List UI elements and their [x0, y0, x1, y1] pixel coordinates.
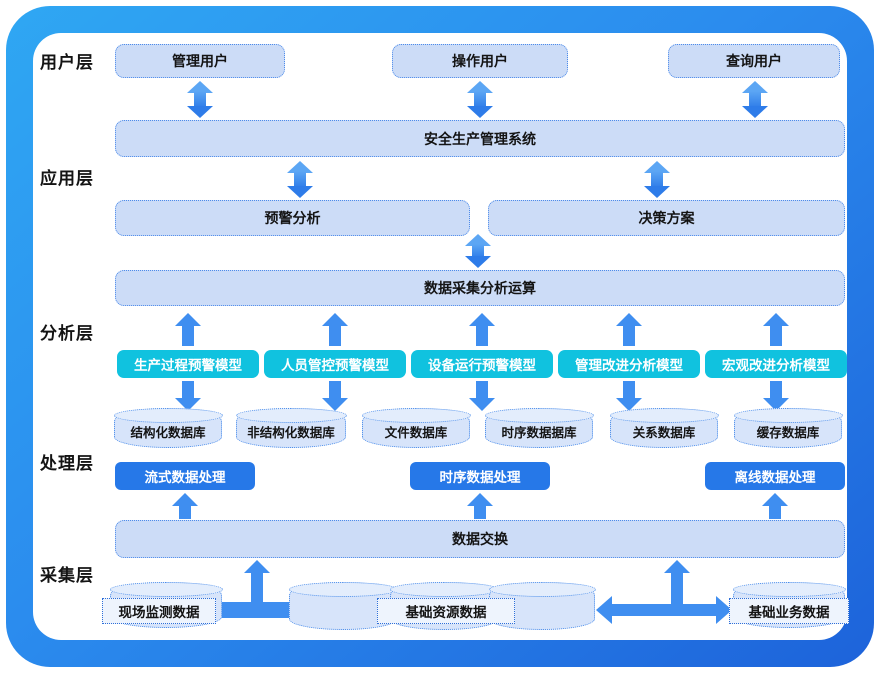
node-model-production-label: 生产过程预警模型	[134, 358, 242, 373]
node-db-timeseries: 时序数据据库	[484, 408, 594, 448]
layer-label-processing: 处理层	[40, 454, 94, 473]
arrow-up-icon	[467, 493, 493, 519]
node-decision-plan-label: 决策方案	[638, 210, 695, 226]
node-db-structured-label: 结构化数据库	[130, 426, 206, 440]
node-safety-system-label: 安全生产管理系统	[424, 130, 536, 147]
layer-label-analysis: 分析层	[40, 324, 94, 343]
node-offline-processing: 离线数据处理	[705, 462, 845, 490]
node-model-personnel: 人员管控预警模型	[264, 350, 406, 378]
double-arrow-vertical-icon	[644, 161, 670, 198]
node-src-monitoring-label: 现场监测数据	[118, 605, 200, 620]
node-stream-processing-label: 流式数据处理	[144, 470, 226, 485]
arrow-down-icon	[322, 381, 348, 411]
node-decision-plan: 决策方案	[488, 200, 845, 236]
node-db-unstructured-label: 非结构化数据库	[247, 426, 335, 440]
node-db-file-label: 文件数据库	[384, 426, 448, 440]
node-model-equipment: 设备运行预警模型	[411, 350, 553, 378]
node-safety-system: 安全生产管理系统	[115, 120, 845, 157]
node-db-file: 文件数据库	[361, 408, 471, 448]
node-db-cache-label: 缓存数据库	[756, 426, 820, 440]
node-data-exchange: 数据交换	[115, 520, 845, 558]
node-data-exchange-label: 数据交换	[452, 531, 508, 547]
node-db-unstructured: 非结构化数据库	[235, 408, 347, 448]
arrow-down-icon	[469, 381, 495, 411]
arrow-up-icon	[763, 313, 789, 346]
arrow-up-icon	[664, 560, 690, 608]
node-warning-analysis-label: 预警分析	[264, 210, 321, 226]
arrow-down-icon	[175, 381, 201, 411]
arrow-up-icon	[244, 560, 270, 612]
double-arrow-vertical-icon	[187, 81, 213, 118]
node-src-business-label: 基础业务数据	[748, 605, 830, 620]
node-operator-user-label: 操作用户	[452, 53, 508, 69]
arrow-down-icon	[616, 381, 642, 411]
arrow-down-icon	[763, 381, 789, 411]
node-model-personnel-label: 人员管控预警模型	[281, 358, 389, 373]
double-arrow-vertical-icon	[465, 234, 491, 268]
connector-band	[214, 602, 292, 618]
node-model-production: 生产过程预警模型	[117, 350, 259, 378]
node-db-structured: 结构化数据库	[113, 408, 223, 448]
node-model-management: 管理改进分析模型	[558, 350, 700, 378]
node-db-timeseries-label: 时序数据据库	[501, 426, 577, 440]
double-arrow-horizontal-icon	[596, 596, 732, 624]
node-stream-processing: 流式数据处理	[115, 462, 255, 490]
arrow-up-icon	[469, 313, 495, 346]
node-offline-processing-label: 离线数据处理	[734, 470, 816, 485]
node-warning-analysis: 预警分析	[115, 200, 470, 236]
node-db-relational: 关系数据库	[609, 408, 719, 448]
double-arrow-vertical-icon	[287, 161, 313, 198]
node-src-business: 基础业务数据	[729, 598, 849, 624]
node-db-cache: 缓存数据库	[733, 408, 843, 448]
node-operator-user: 操作用户	[392, 44, 568, 78]
node-query-user: 查询用户	[668, 44, 840, 78]
node-src-resource: 基础资源数据	[377, 598, 515, 624]
node-data-compute: 数据采集分析运算	[115, 270, 845, 306]
node-admin-user-label: 管理用户	[172, 53, 228, 69]
double-arrow-vertical-icon	[467, 81, 493, 118]
node-src-monitoring: 现场监测数据	[102, 598, 216, 624]
node-data-compute-label: 数据采集分析运算	[424, 280, 536, 296]
node-model-management-label: 管理改进分析模型	[575, 358, 683, 373]
arrow-up-icon	[762, 493, 788, 519]
node-temporal-processing-label: 时序数据处理	[439, 470, 521, 485]
node-admin-user: 管理用户	[115, 44, 285, 78]
double-arrow-vertical-icon	[742, 81, 768, 118]
node-db-relational-label: 关系数据库	[632, 426, 696, 440]
node-temporal-processing: 时序数据处理	[410, 462, 550, 490]
node-src-resource-label: 基础资源数据	[405, 605, 487, 620]
node-model-equipment-label: 设备运行预警模型	[428, 358, 536, 373]
arrow-up-icon	[175, 313, 201, 346]
layer-label-user: 用户层	[40, 53, 94, 72]
arrow-up-icon	[322, 313, 348, 346]
layer-label-application: 应用层	[40, 169, 94, 188]
arrow-up-icon	[616, 313, 642, 346]
node-query-user-label: 查询用户	[726, 53, 782, 69]
node-model-macro-label: 宏观改进分析模型	[722, 358, 830, 373]
layer-label-collection: 采集层	[40, 566, 94, 585]
arrow-up-icon	[172, 493, 198, 519]
node-model-macro: 宏观改进分析模型	[705, 350, 847, 378]
